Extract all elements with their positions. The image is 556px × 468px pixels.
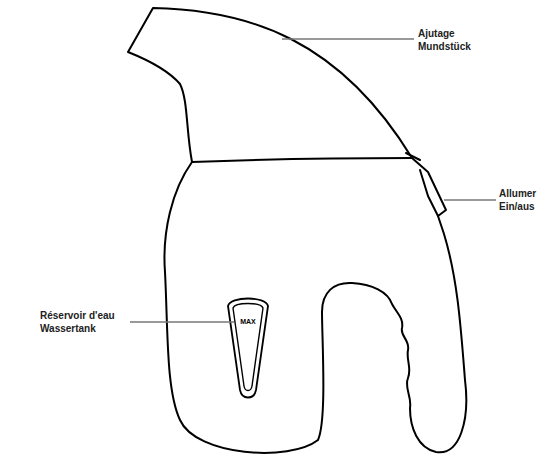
- leader-line: [444, 199, 496, 201]
- part-label: Ajutage: [418, 28, 455, 40]
- leader-line: [130, 321, 234, 323]
- neck-seam: [192, 158, 412, 162]
- part-label: Wassertank: [40, 323, 96, 335]
- part-label: Mundstück: [418, 41, 471, 53]
- tank-marking: MAX: [240, 318, 256, 326]
- water-tank-window: [228, 299, 268, 398]
- water-tank-inner: [233, 304, 263, 391]
- power-switch: [412, 158, 446, 216]
- nozzle-outline: [128, 8, 412, 162]
- part-label: Réservoir d'eau: [40, 310, 115, 322]
- part-label: Ein/aus: [499, 201, 535, 213]
- leader-line: [282, 38, 414, 40]
- body-outline: [164, 162, 466, 453]
- part-label: Allumer: [499, 188, 536, 200]
